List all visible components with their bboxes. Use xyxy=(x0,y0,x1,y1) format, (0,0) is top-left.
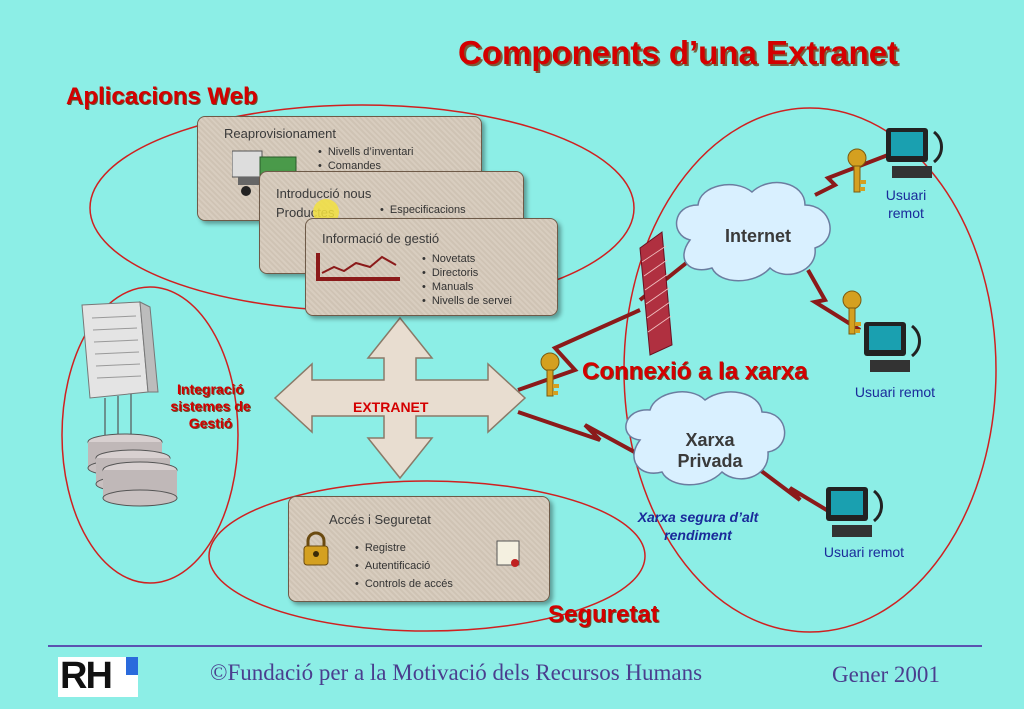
padlock-icon xyxy=(303,531,329,566)
integration-label: Integració sistemes de Gestió xyxy=(170,381,251,431)
page-title: Components d’una Extranet xyxy=(458,34,899,71)
computer-icon xyxy=(886,128,943,178)
access-bullet: Autentificació xyxy=(355,557,453,575)
info-bullet: Directoris xyxy=(422,266,512,280)
key-icon xyxy=(540,352,560,397)
remote-user-label: Usuari remot xyxy=(854,384,936,400)
rh-logo: RH xyxy=(58,655,138,697)
info-title: Informació de gestió xyxy=(322,231,440,246)
access-bullet: Controls de accés xyxy=(355,575,453,593)
extranet-arrow xyxy=(273,316,527,480)
internet-label: Internet xyxy=(724,226,791,246)
security-label: Seguretat xyxy=(548,601,659,628)
info-bullet: Manuals xyxy=(422,280,512,294)
computer-icon xyxy=(864,322,921,372)
database-icon xyxy=(87,433,178,507)
access-bullet: Registre xyxy=(355,539,453,557)
security-ellipse xyxy=(208,480,646,632)
products-bullet: Especificacions xyxy=(380,203,466,217)
apps-label: Aplicacions Web xyxy=(66,83,258,110)
footer-date: Gener 2001 xyxy=(832,662,940,687)
network-ellipse xyxy=(623,107,997,633)
remote-user-label: Usuari remot xyxy=(885,187,927,221)
computer-icon xyxy=(826,487,883,537)
supply-title: Reaprovisionament xyxy=(224,126,337,141)
remote-user-label: Usuari remot xyxy=(823,544,905,560)
firewall-icon xyxy=(639,231,673,356)
info-bullet: Nivells de servei xyxy=(422,294,512,308)
key-icon xyxy=(847,148,867,193)
scroll-icon xyxy=(496,540,520,567)
integration-ellipse xyxy=(61,286,239,584)
network-label: Connexió a la xarxa xyxy=(582,358,808,385)
footer-copyright: ©Fundació per a la Motivació dels Recurs… xyxy=(210,660,703,685)
key-icon xyxy=(842,290,862,335)
supply-bullet: Comandes xyxy=(318,159,413,173)
internet-cloud xyxy=(675,181,831,282)
info-bullet: Novetats xyxy=(422,252,512,266)
chart-icon xyxy=(316,253,400,281)
extranet-label: EXTRANET xyxy=(353,399,429,415)
secure-net-label: Xarxa segura d’alt rendiment xyxy=(637,509,759,543)
supply-bullet: Nivells d’inventari xyxy=(318,145,414,159)
server-icon xyxy=(81,301,159,440)
private-cloud xyxy=(625,391,786,486)
info-card: Informació de gestió Novetats Directoris… xyxy=(305,218,558,316)
private-net-label: Xarxa Privada xyxy=(677,430,743,471)
access-title: Accés i Seguretat xyxy=(329,512,431,527)
access-card: Accés i Seguretat Registre Autentificaci… xyxy=(288,496,550,602)
